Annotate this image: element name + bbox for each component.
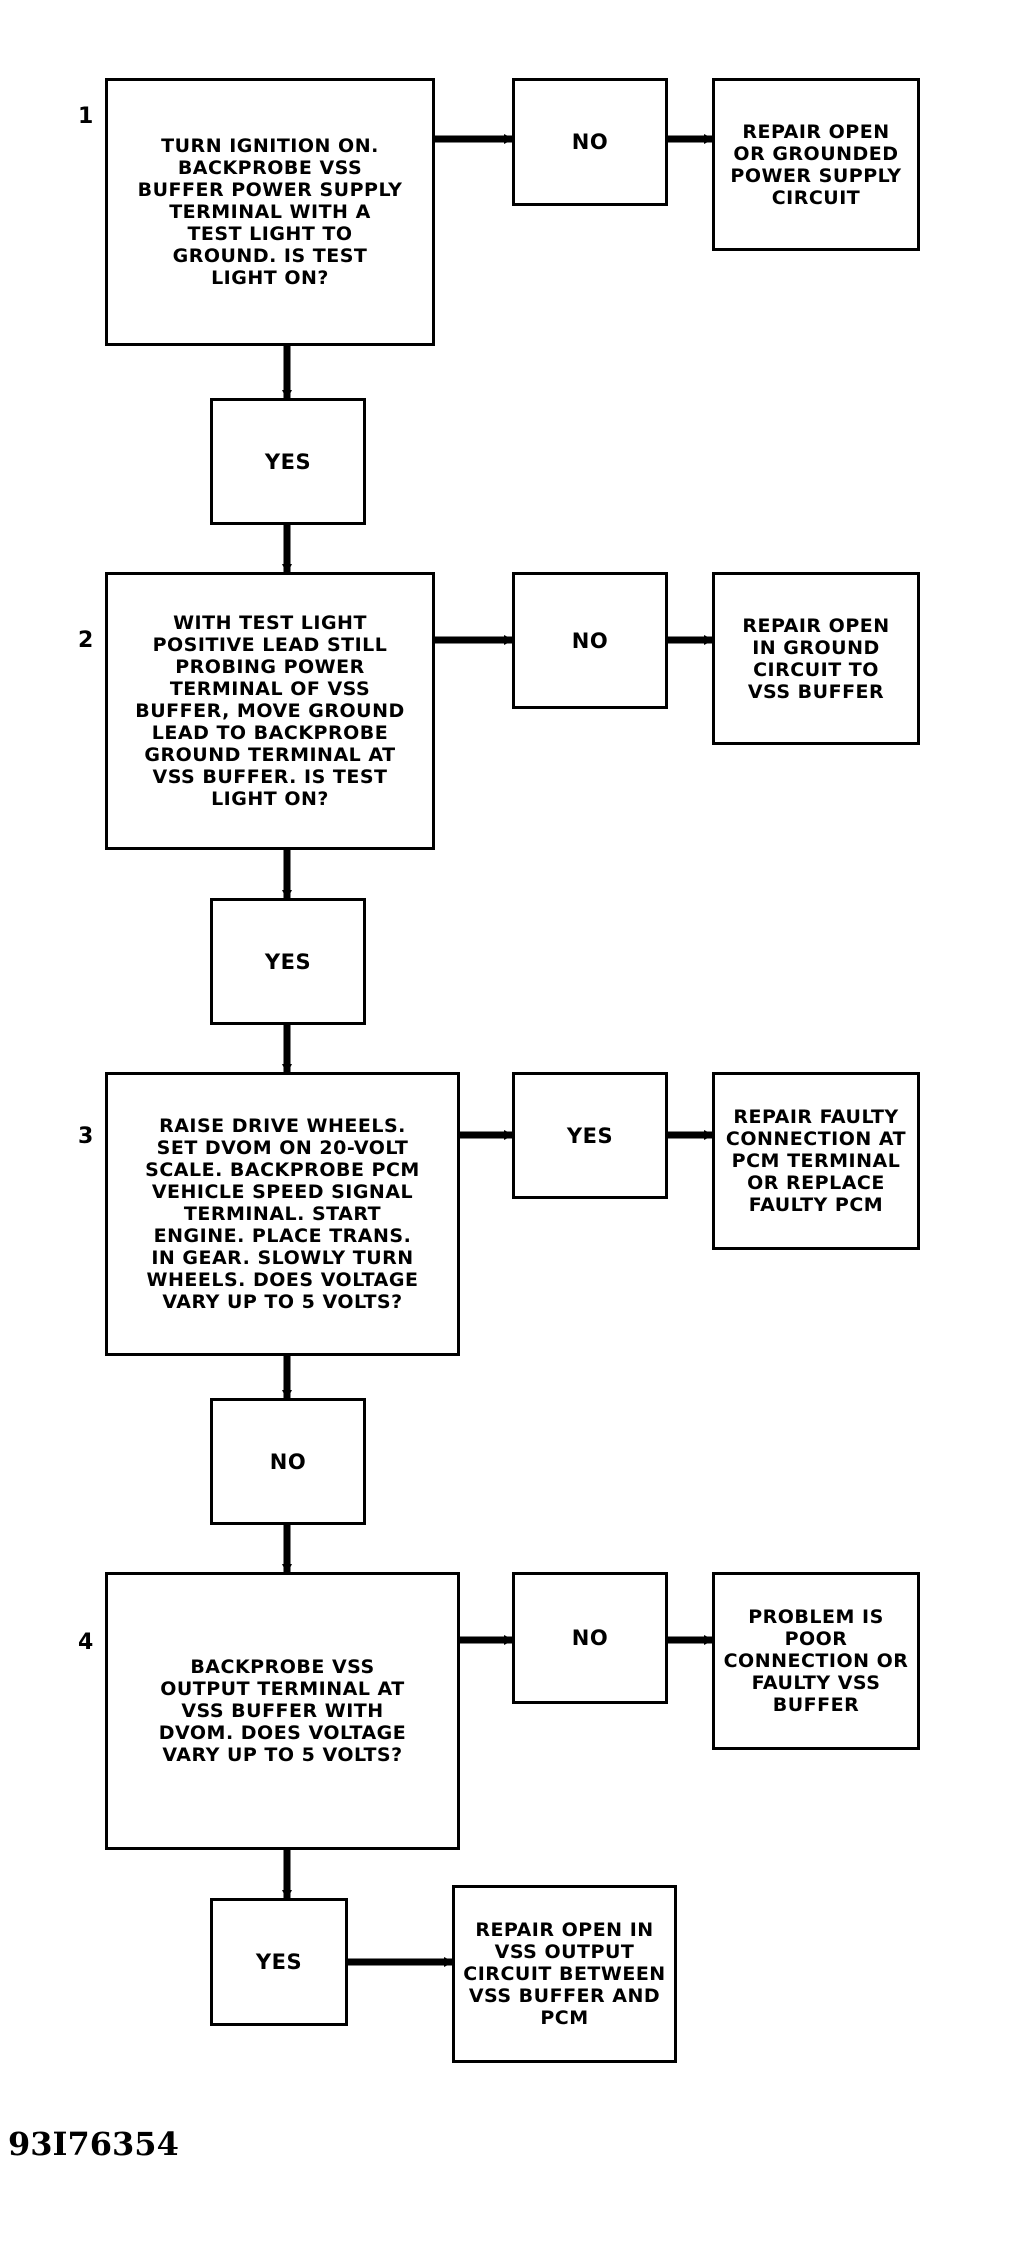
step-3-no-label: NO	[269, 1449, 307, 1474]
step-1-no-box: NO	[512, 78, 668, 206]
step-1-result-box: REPAIR OPEN OR GROUNDED POWER SUPPLY CIR…	[712, 78, 920, 251]
step-3-yes-label: YES	[566, 1123, 614, 1148]
final-result-box: REPAIR OPEN IN VSS OUTPUT CIRCUIT BETWEE…	[452, 1885, 677, 2063]
step-4-no-label: NO	[571, 1626, 609, 1650]
step-2-question: WITH TEST LIGHT POSITIVE LEAD STILL PROB…	[135, 612, 405, 810]
step-1-question: TURN IGNITION ON. BACKPROBE VSS BUFFER P…	[137, 135, 403, 289]
step-4-no-box: NO	[512, 1572, 668, 1704]
step-4-result: PROBLEM IS POOR CONNECTION OR FAULTY VSS…	[723, 1606, 909, 1716]
step-4-result-box: PROBLEM IS POOR CONNECTION OR FAULTY VSS…	[712, 1572, 920, 1750]
step-4-yes-box: YES	[210, 1898, 348, 2026]
step-number-1: 1	[78, 104, 94, 129]
step-3-result: REPAIR FAULTY CONNECTION AT PCM TERMINAL…	[725, 1106, 907, 1216]
step-3-question: RAISE DRIVE WHEELS. SET DVOM ON 20-VOLT …	[145, 1115, 420, 1313]
figure-code: 93I76354	[8, 2125, 179, 2163]
step-4-yes-label: YES	[255, 1950, 303, 1974]
step-4-question: BACKPROBE VSS OUTPUT TERMINAL AT VSS BUF…	[158, 1656, 407, 1766]
step-2-yes-box: YES	[210, 898, 366, 1025]
step-1-yes-label: YES	[264, 449, 312, 474]
step-2-no-box: NO	[512, 572, 668, 709]
step-2-result: REPAIR OPEN IN GROUND CIRCUIT TO VSS BUF…	[742, 614, 890, 703]
step-1-result: REPAIR OPEN OR GROUNDED POWER SUPPLY CIR…	[730, 120, 902, 209]
step-number-4: 4	[78, 1630, 94, 1655]
step-2-question-box: WITH TEST LIGHT POSITIVE LEAD STILL PROB…	[105, 572, 435, 850]
step-4-question-box: BACKPROBE VSS OUTPUT TERMINAL AT VSS BUF…	[105, 1572, 460, 1850]
step-1-question-box: TURN IGNITION ON. BACKPROBE VSS BUFFER P…	[105, 78, 435, 346]
step-2-result-box: REPAIR OPEN IN GROUND CIRCUIT TO VSS BUF…	[712, 572, 920, 745]
step-number-3: 3	[78, 1124, 94, 1149]
final-result: REPAIR OPEN IN VSS OUTPUT CIRCUIT BETWEE…	[463, 1919, 666, 2029]
step-3-no-box: NO	[210, 1398, 366, 1525]
step-1-no-label: NO	[571, 130, 609, 154]
step-2-yes-label: YES	[264, 949, 312, 974]
step-3-question-box: RAISE DRIVE WHEELS. SET DVOM ON 20-VOLT …	[105, 1072, 460, 1356]
step-3-result-box: REPAIR FAULTY CONNECTION AT PCM TERMINAL…	[712, 1072, 920, 1250]
step-number-2: 2	[78, 628, 94, 653]
step-3-yes-box: YES	[512, 1072, 668, 1199]
step-1-yes-box: YES	[210, 398, 366, 525]
step-2-no-label: NO	[571, 628, 609, 653]
